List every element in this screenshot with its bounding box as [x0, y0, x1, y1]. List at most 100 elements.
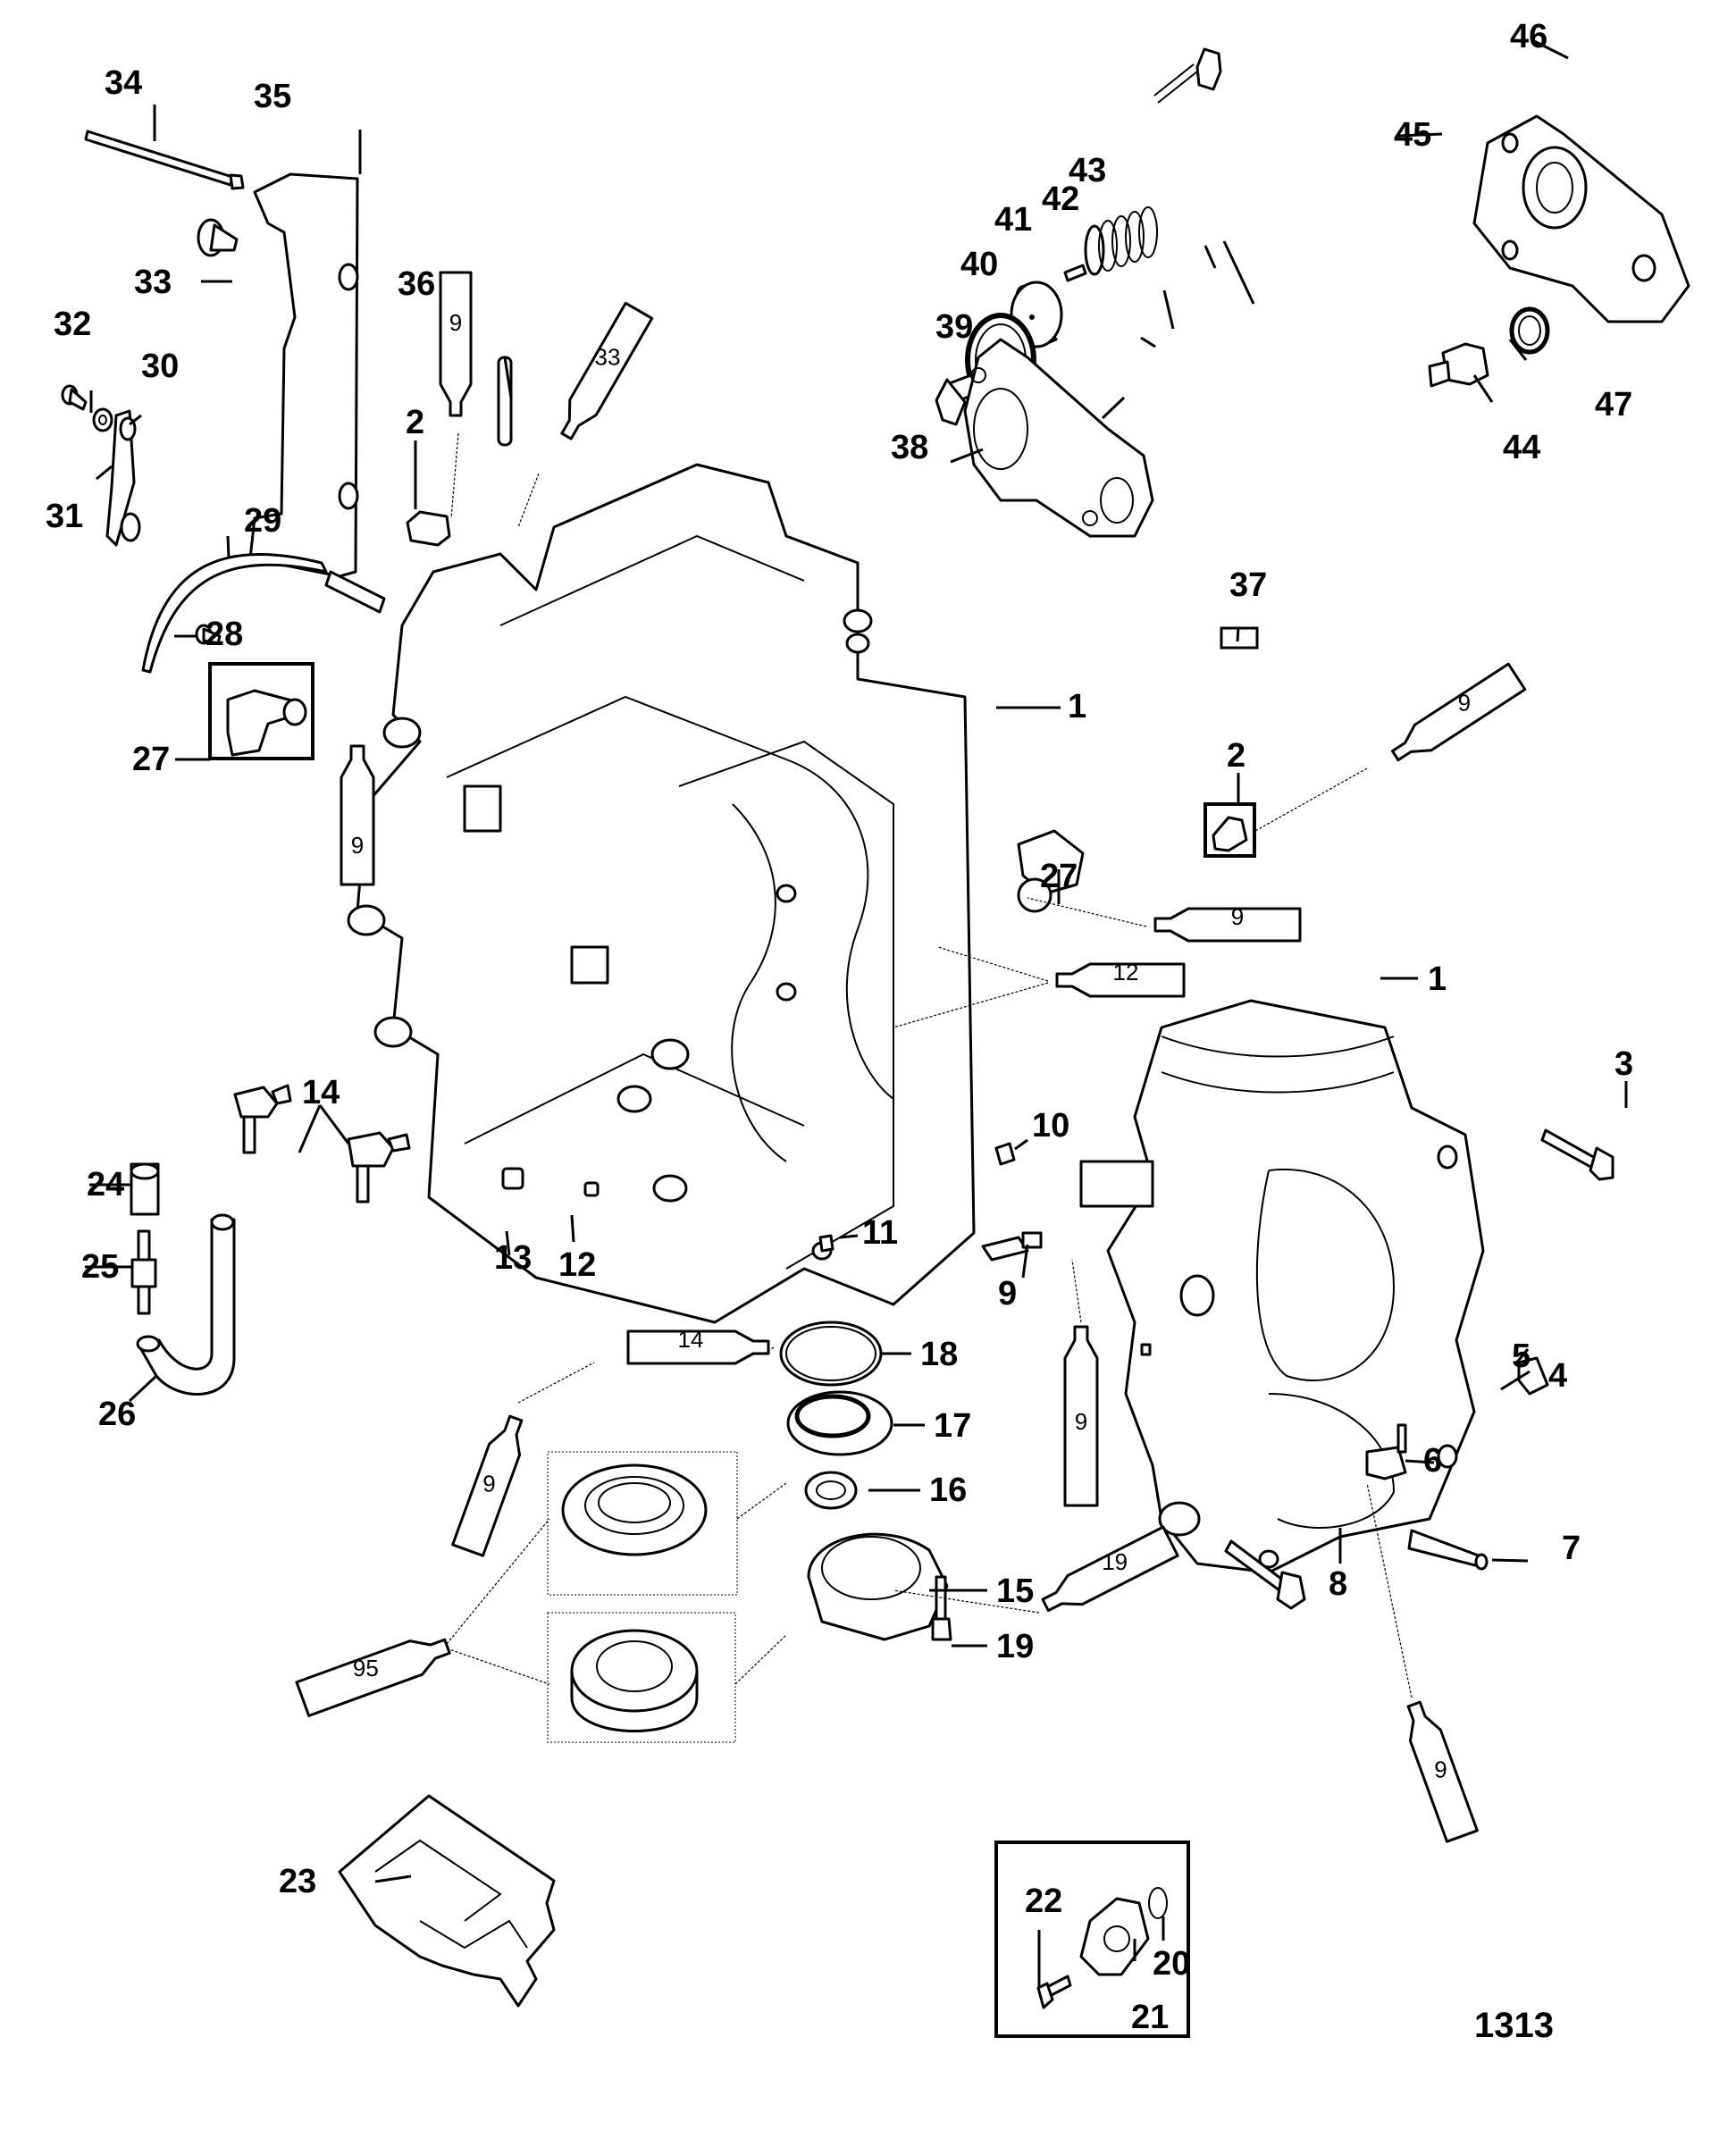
plug-13: [501, 1167, 524, 1190]
elbow-fitting-6: [1365, 1423, 1407, 1480]
thermostat-gasket: [963, 338, 1154, 538]
sealant-tube-label: 9: [351, 832, 364, 859]
hose-sleeve-24: [130, 1162, 160, 1216]
sealant-tube: 9: [1390, 662, 1527, 762]
sealant-tube-label: 9: [482, 1470, 495, 1497]
sealant-tube: 9: [451, 1414, 524, 1557]
sealant-tubes: 9 33 9 9 9 12 14: [295, 271, 1527, 1843]
link-30: [105, 409, 141, 547]
callout-42: 42: [1042, 180, 1079, 218]
sealant-tube: 9: [1153, 903, 1302, 943]
callout-35: 35: [254, 78, 291, 115]
callout-1b: 1: [1428, 960, 1447, 998]
callout-10: 10: [1032, 1107, 1069, 1145]
thermostat-cover: [1472, 114, 1690, 323]
callout-31: 31: [46, 498, 83, 535]
callout-3: 3: [1614, 1045, 1633, 1083]
sealant-tube: 12: [1055, 959, 1186, 998]
callout-39: 39: [935, 308, 973, 346]
bracket: [248, 172, 359, 578]
callout-4: 4: [1548, 1357, 1567, 1395]
check-valve-25: [130, 1229, 157, 1315]
cable-tie: [84, 130, 245, 190]
bolt-19: [931, 1575, 952, 1641]
callout-46: 46: [1510, 18, 1547, 55]
sealant-tube-label: 9: [449, 309, 462, 336]
callout-21: 21: [1131, 1999, 1169, 2036]
o-ring-18: [779, 1321, 883, 1387]
callout-1a: 1: [1068, 688, 1086, 725]
callout-37: 37: [1229, 566, 1267, 604]
callout-2a: 2: [406, 404, 424, 441]
spring: [1084, 206, 1158, 276]
callout-14: 14: [302, 1074, 340, 1111]
callout-29: 29: [244, 502, 281, 540]
cylinder-block: [347, 463, 976, 1324]
sealant-tube-label: 12: [1113, 959, 1139, 985]
stud-36: [497, 356, 513, 447]
callout-44: 44: [1503, 429, 1540, 466]
sealant-tube-label: 9: [1458, 690, 1471, 717]
sealant-connectors: [446, 432, 1413, 1698]
callout-27b: 27: [1040, 858, 1078, 895]
callout-13: 13: [494, 1239, 532, 1277]
sealant-tube: 19: [1041, 1525, 1179, 1613]
gasket-23: [338, 1794, 556, 2008]
callout-7: 7: [1562, 1530, 1581, 1567]
callout-8-label: 8: [1329, 1565, 1347, 1603]
callout-19: 19: [996, 1628, 1034, 1665]
ball-bearing: [561, 1463, 708, 1556]
roller-bearing: [570, 1629, 699, 1732]
callout-labels: 1 1 2 2 3 4 5 6 7 8 8 9 10 11 12 13 14 1…: [46, 18, 1633, 2036]
callout-17: 17: [934, 1407, 971, 1445]
callout-20: 20: [1153, 1945, 1190, 1983]
screw-33: [197, 218, 239, 257]
detail-box-37: [1220, 626, 1259, 650]
dowel-pin-11: [818, 1234, 834, 1253]
sealant-tube: 33: [560, 301, 654, 440]
figure-number: 1313: [1474, 2006, 1554, 2045]
callout-28: 28: [205, 616, 243, 653]
callout-2b: 2: [1227, 737, 1245, 775]
sealant-tube: 14: [626, 1326, 770, 1365]
fitting-9: [981, 1231, 1043, 1262]
fitting-2-left: [406, 510, 451, 547]
callout-34: 34: [105, 64, 142, 102]
callout-24: 24: [87, 1166, 124, 1203]
washer-31: [92, 407, 113, 432]
seal-16: [804, 1471, 858, 1510]
o-ring-20: [1148, 1887, 1168, 1919]
detail-box-27: [208, 662, 314, 760]
callout-16: 16: [929, 1472, 967, 1509]
detail-box-bearing: [547, 1451, 738, 1596]
callout-45: 45: [1394, 116, 1431, 154]
sealant-tube-label: 19: [1102, 1548, 1128, 1575]
callout-15: 15: [996, 1572, 1034, 1610]
seal-17: [786, 1390, 893, 1456]
dowel-pin-10: [994, 1142, 1016, 1166]
callout-27a: 27: [132, 741, 170, 778]
hose-26: [136, 1213, 236, 1396]
plug-5: [1140, 1343, 1152, 1356]
callout-23: 23: [279, 1863, 316, 1900]
sealant-tube: 9: [340, 744, 375, 886]
callout-11: 11: [862, 1214, 898, 1252]
screw-32: [61, 384, 88, 411]
elbow-fitting-14b: [347, 1131, 411, 1203]
seal-47: [1509, 306, 1550, 355]
sealant-tube-label: 95: [353, 1655, 379, 1681]
callout-43: 43: [1069, 152, 1106, 189]
sealant-tube: 95: [295, 1638, 451, 1717]
callout-36: 36: [398, 265, 435, 303]
sealant-tube-label: 33: [595, 343, 621, 370]
callout-38: 38: [891, 429, 928, 466]
callout-33: 33: [134, 264, 172, 301]
callout-40: 40: [960, 246, 998, 283]
elbow-fitting-27: [1017, 829, 1085, 913]
pin: [1063, 264, 1087, 282]
water-pressure-relief-fitting: [1428, 342, 1489, 388]
callout-41: 41: [994, 201, 1032, 239]
sealant-tube: 9: [439, 271, 473, 417]
sealant-tube-label: 9: [1434, 1756, 1447, 1782]
sealant-tube-label: 14: [678, 1326, 704, 1353]
